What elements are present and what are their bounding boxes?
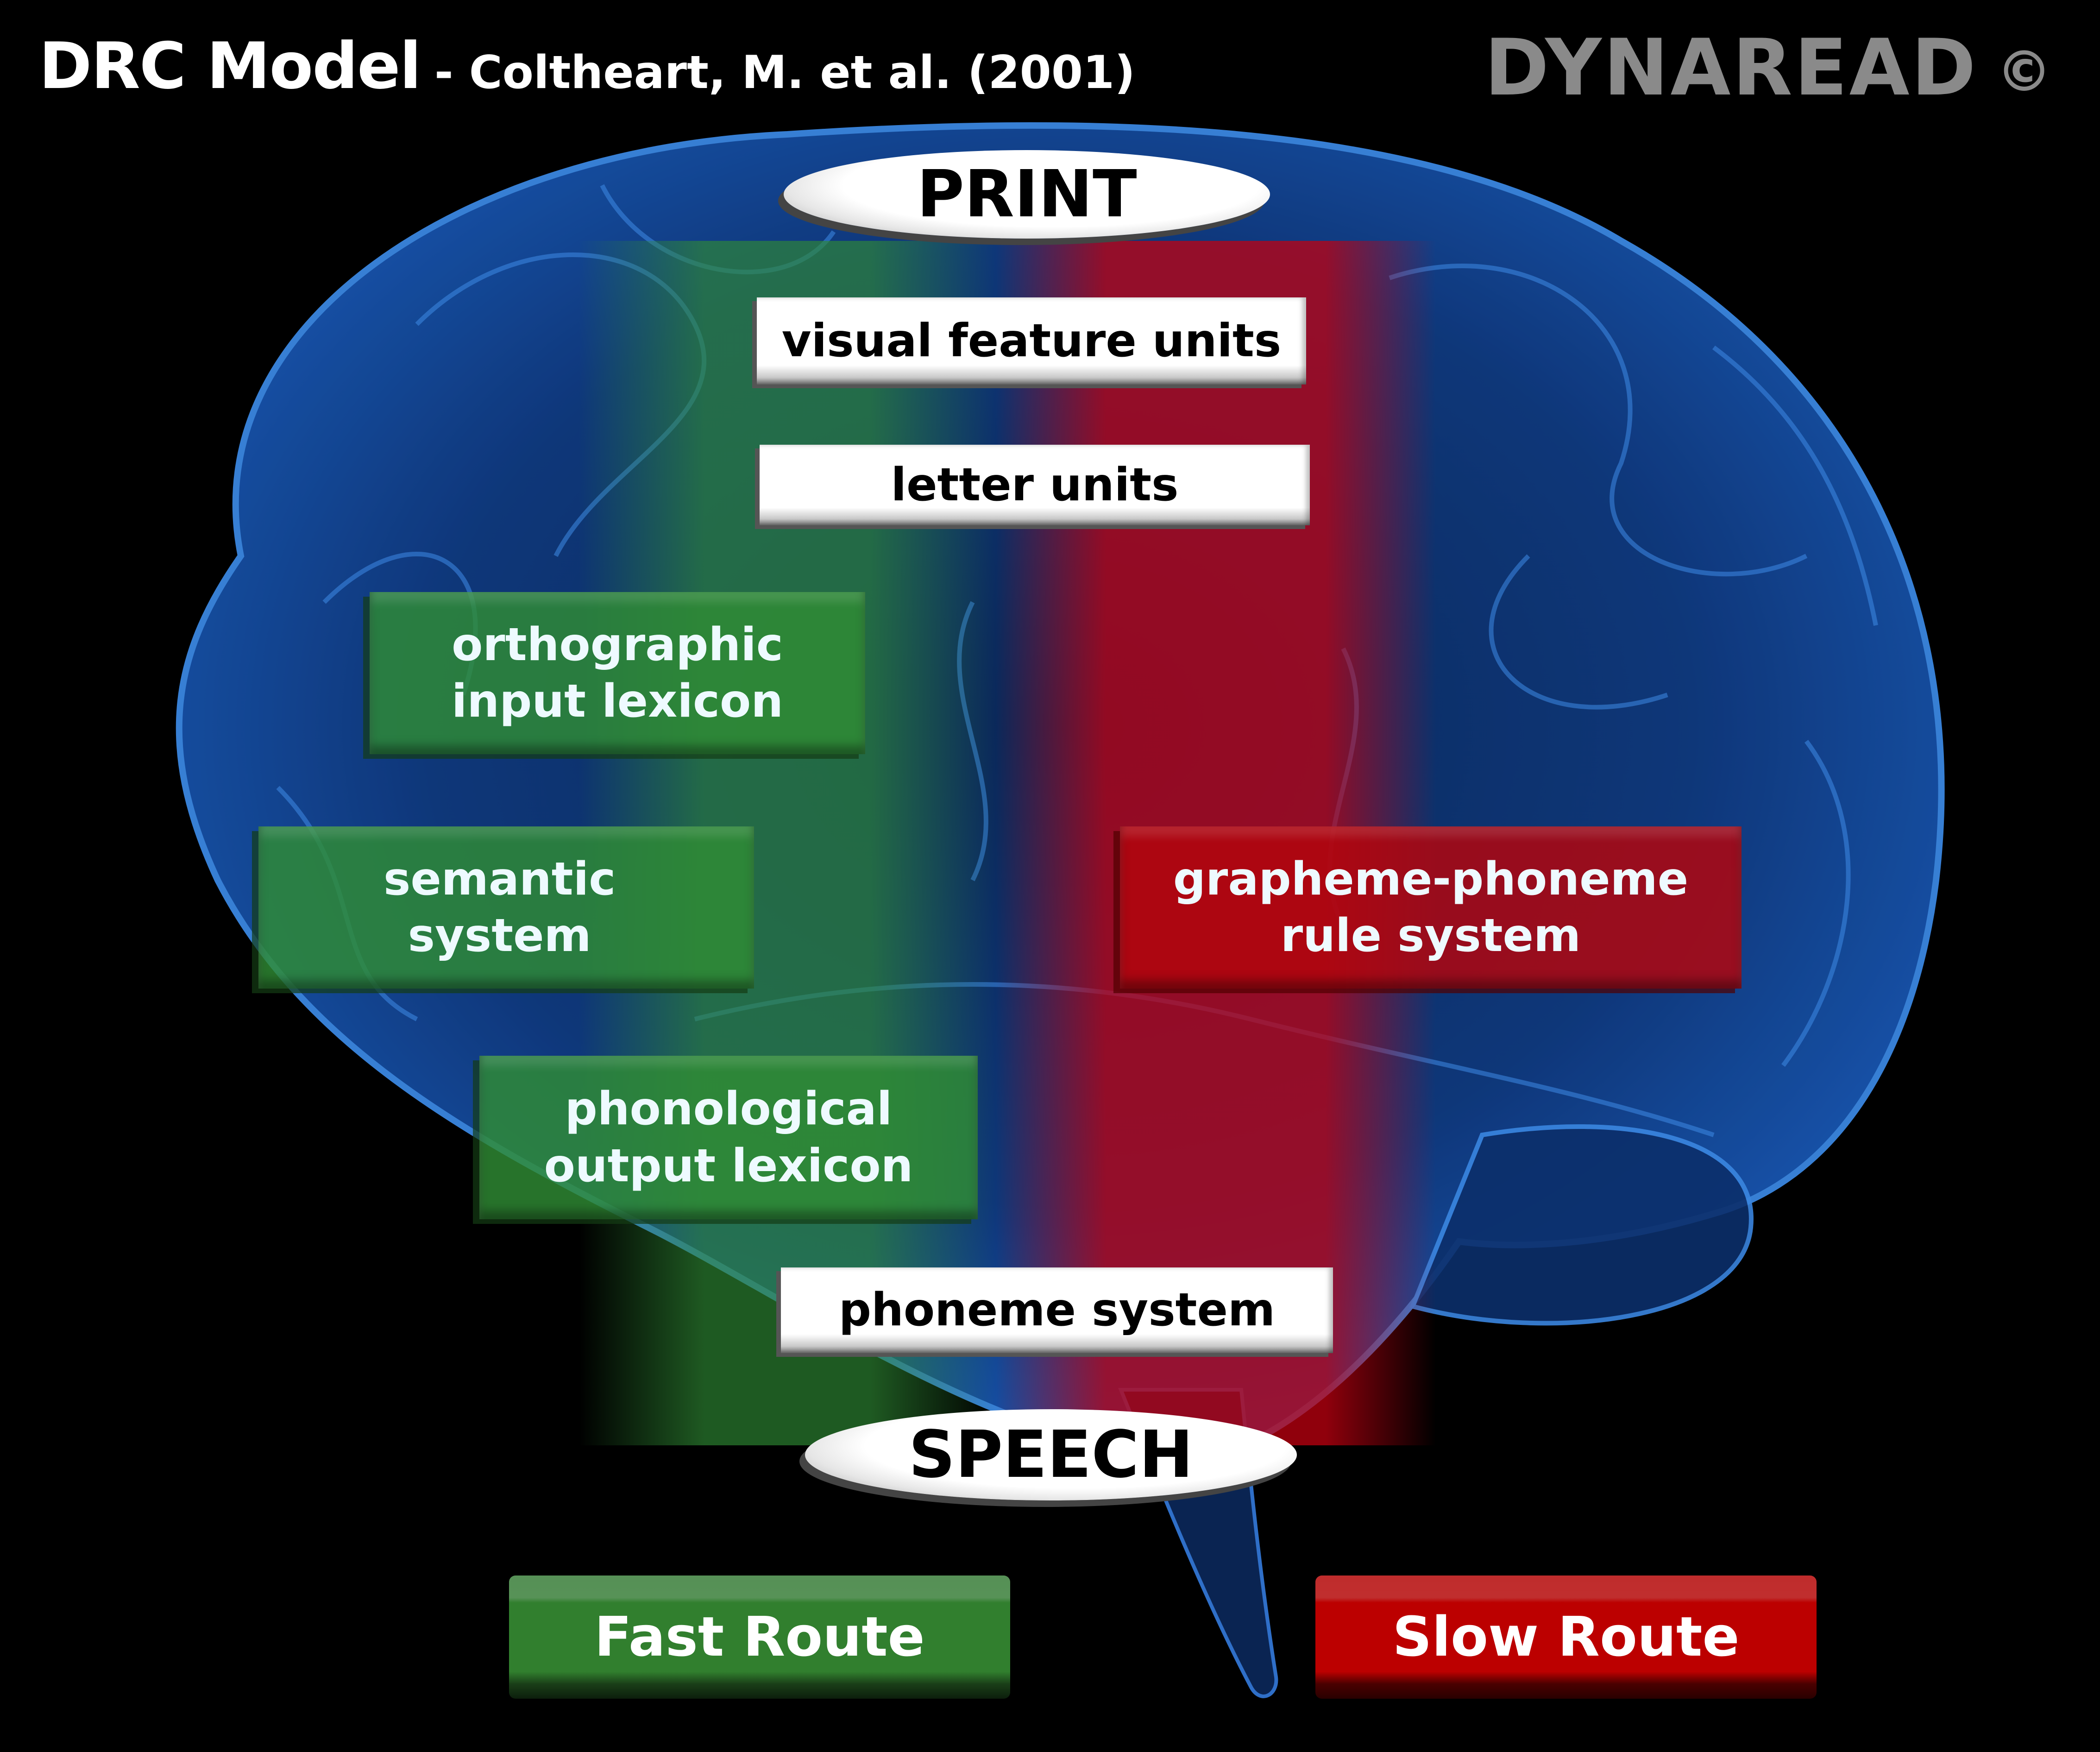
semantic-system-node: semantic system <box>258 826 754 989</box>
title-citation: - Coltheart, M. et al. (2001) <box>434 46 1136 99</box>
phoneme-system-node: phoneme system <box>781 1267 1333 1353</box>
fast-route-label: Fast Route <box>594 1605 925 1669</box>
visual-feature-units-node: visual feature units <box>757 297 1306 384</box>
speech-label: SPEECH <box>908 1417 1194 1493</box>
logo-text: DYNAREAD <box>1484 22 1978 113</box>
phoneme-system-label: phoneme system <box>838 1284 1276 1337</box>
slow-route-label: Slow Route <box>1392 1605 1740 1669</box>
diagram-title: DRC Model- Coltheart, M. et al. (2001) <box>39 29 1135 103</box>
print-label: PRINT <box>917 157 1137 232</box>
grapheme-phoneme-rule-system-label: grapheme-phoneme rule system <box>1173 852 1689 963</box>
dynaread-logo: DYNAREAD © <box>1484 22 2054 113</box>
phonological-output-lexicon-node: phonological output lexicon <box>479 1056 978 1219</box>
visual-feature-units-label: visual feature units <box>781 314 1282 367</box>
title-main: DRC Model <box>39 29 421 103</box>
semantic-system-label: semantic system <box>384 852 616 963</box>
letter-units-label: letter units <box>891 458 1179 511</box>
grapheme-phoneme-rule-system-node: grapheme-phoneme rule system <box>1120 826 1742 989</box>
letter-units-node: letter units <box>760 445 1310 525</box>
phonological-output-lexicon-label: phonological output lexicon <box>544 1083 913 1192</box>
slow-route-legend: Slow Route <box>1315 1576 1817 1699</box>
copyright-icon: © <box>1996 40 2054 104</box>
brain-cerebellum-shape <box>1409 1124 1754 1326</box>
orthographic-input-lexicon-label: orthographic input lexicon <box>451 618 784 728</box>
fast-route-legend: Fast Route <box>509 1576 1010 1699</box>
print-input-node: PRINT <box>784 150 1270 239</box>
orthographic-input-lexicon-node: orthographic input lexicon <box>370 592 865 754</box>
speech-output-node: SPEECH <box>805 1409 1297 1500</box>
